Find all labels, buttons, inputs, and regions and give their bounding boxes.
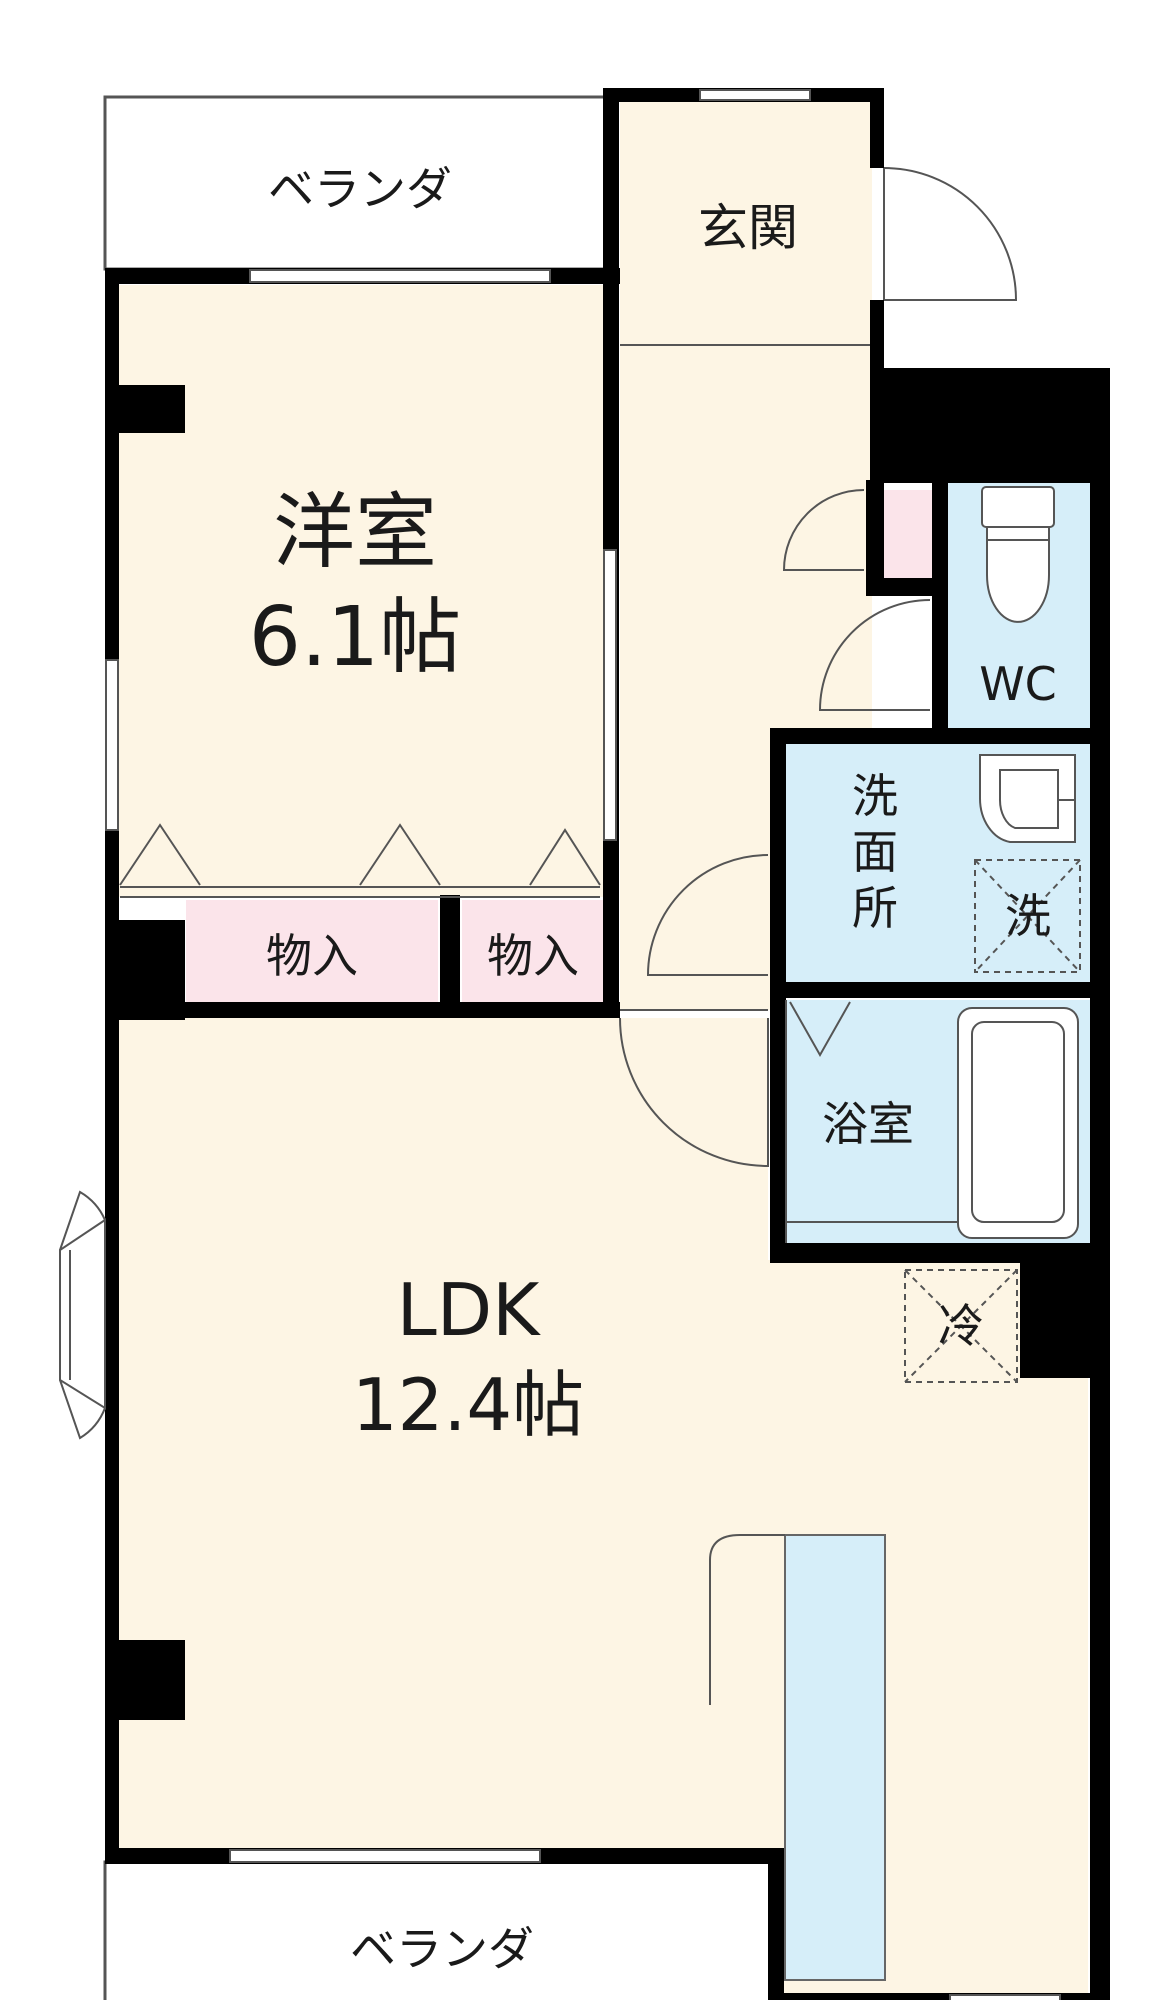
walls [105, 88, 1110, 2000]
window-genkan-top [699, 89, 811, 101]
senmenjo-label-1: 洗 [852, 769, 898, 823]
bay-window [59, 1190, 106, 1440]
fixtures [786, 486, 1079, 1239]
pink-cabinet [882, 490, 932, 578]
detail-lines [620, 344, 870, 1243]
ldk-name: LDK [397, 1268, 542, 1352]
veranda-top-label: ベランダ [268, 162, 452, 216]
window-yoshitsu-top [249, 269, 551, 283]
ldk-area [118, 1018, 768, 1848]
closet-doors [119, 823, 601, 898]
window-kitchen-bottom [949, 1994, 1061, 2000]
yokushitsu-label: 浴室 [822, 1097, 914, 1151]
monoire-2-area [462, 900, 604, 1002]
fridge-space [904, 1269, 1018, 1383]
labels: ベランダ 玄関 洋室 6.1帖 物入 物入 WC 洗 面 所 洗 浴室 冷 LD… [249, 162, 1057, 1976]
yoshitsu-size: 6.1帖 [249, 590, 461, 685]
yoshitsu-name: 洋室 [273, 485, 437, 580]
bathtub-icon [957, 1007, 1079, 1239]
monoire-1-area [186, 900, 438, 1002]
veranda-top-area [103, 95, 614, 271]
toilet-icon [981, 486, 1055, 623]
appliance-boxes [904, 859, 1081, 1383]
windows [105, 89, 1061, 2000]
hall-lower-area [620, 720, 770, 1010]
veranda-bottom-label: ベランダ [350, 1922, 534, 1976]
genkan-label: 玄関 [698, 199, 798, 257]
wc-label: WC [979, 657, 1057, 711]
ldk-size: 12.4帖 [352, 1363, 584, 1447]
monoire-2-label: 物入 [487, 929, 579, 983]
washbasin-icon [978, 754, 1076, 843]
room-fills [103, 95, 1091, 2000]
fridge-label: 冷 [938, 1299, 984, 1353]
genkan-area [620, 100, 872, 348]
monoire-1-label: 物入 [266, 929, 358, 983]
yoshitsu-area [118, 285, 603, 897]
senmenjo-label-3: 所 [852, 881, 898, 935]
sliding-door-yoshitsu [603, 549, 617, 841]
window-yoshitsu-left [105, 659, 119, 831]
washer-label: 洗 [1005, 889, 1051, 943]
washer-space [974, 859, 1081, 973]
kitchen-counter [784, 1534, 886, 1981]
door-swings [619, 167, 1018, 1705]
window-ldk-bottom [229, 1849, 541, 1863]
veranda-bottom-area [103, 1860, 772, 2000]
senmenjo-label-2: 面 [852, 825, 898, 879]
